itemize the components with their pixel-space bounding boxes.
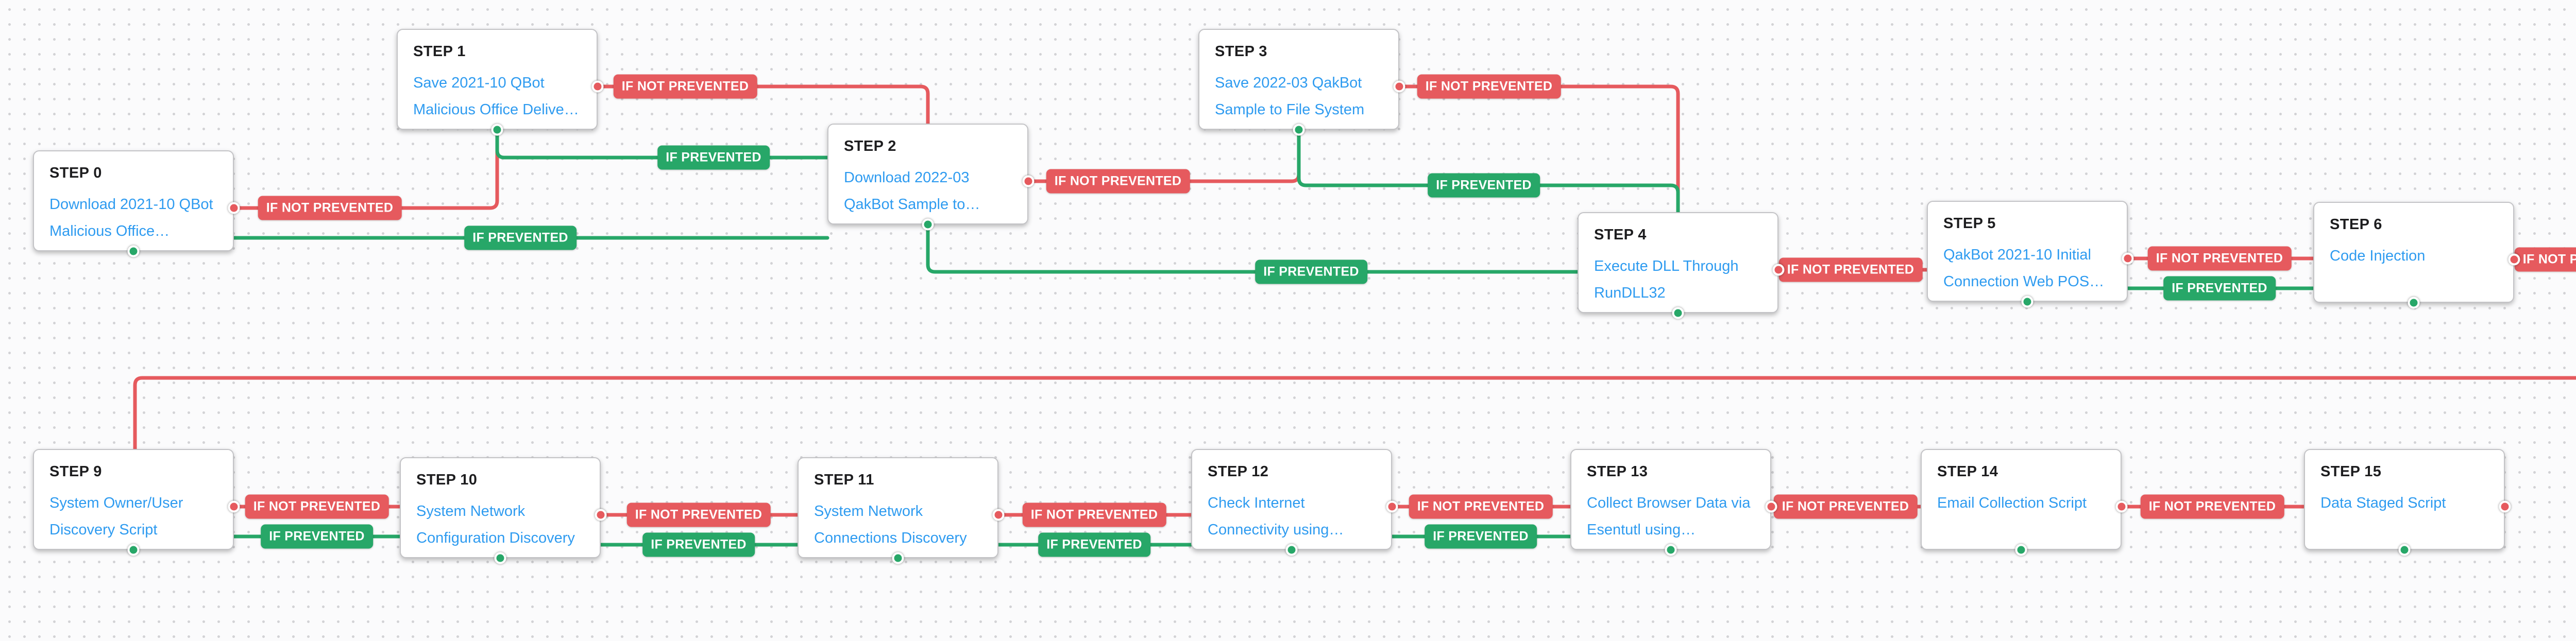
red-output-port-step-4[interactable] (1772, 264, 1785, 276)
green-output-port-step-2[interactable] (922, 218, 934, 231)
if-prevented-label: IF PREVENTED (464, 226, 577, 250)
green-output-port-step-3[interactable] (1293, 124, 1305, 136)
red-output-port-step-11[interactable] (992, 509, 1005, 521)
if-prevented-label: IF PREVENTED (657, 145, 770, 170)
red-output-port-step-1[interactable] (591, 80, 604, 93)
node-title: STEP 9 (49, 463, 102, 480)
node-title: STEP 11 (814, 472, 874, 488)
node-link-label[interactable]: System Owner/User Discovery Script (49, 495, 183, 538)
node-title: STEP 5 (1943, 215, 1996, 232)
node-title: STEP 10 (416, 472, 478, 488)
node-title: STEP 4 (1594, 227, 1647, 243)
if-not-prevented-label: IF NOT PREVENTED (1409, 494, 1553, 519)
green-output-port-step-14[interactable] (2015, 544, 2027, 556)
edge-step-1-to-step-2-if-not-prevented (596, 84, 930, 126)
red-output-port-step-12[interactable] (1386, 500, 1398, 513)
green-output-port-step-11[interactable] (892, 552, 904, 564)
green-output-port-step-0[interactable] (127, 245, 140, 257)
edge-step-1-to-step-2-if-prevented (495, 128, 829, 160)
node-step-9[interactable]: STEP 9 System Owner/User Discovery Script (33, 449, 234, 550)
edge-step-0-to-step-1-if-not-prevented (232, 128, 499, 210)
green-output-port-step-1[interactable] (491, 124, 503, 136)
node-link-label[interactable]: System Network Connections Discovery (814, 503, 967, 546)
if-not-prevented-label: IF NOT PREVENTED (2140, 494, 2284, 519)
node-title: STEP 1 (413, 43, 466, 60)
node-title: STEP 6 (2330, 216, 2382, 233)
node-link-label[interactable]: Execute DLL Through RunDLL32 (1594, 258, 1739, 301)
node-link-label[interactable]: Download 2021-10 QBot Malicious Office D… (49, 196, 213, 239)
red-output-port-step-15[interactable] (2499, 500, 2511, 513)
if-not-prevented-label: IF NOT PREVENTED (1778, 257, 1923, 282)
node-step-13[interactable]: STEP 13 Collect Browser Data via Esentutl… (1570, 449, 1771, 550)
green-output-port-step-10[interactable] (494, 552, 506, 564)
node-link-label[interactable]: Check Internet Connectivity using "nsloo… (1208, 495, 1329, 538)
if-not-prevented-label: IF NOT PREVENTED (1022, 503, 1166, 527)
if-not-prevented-label: IF NOT PREVENTED (613, 74, 757, 99)
node-step-0[interactable]: STEP 0 Download 2021-10 QBot Malicious Of… (33, 150, 234, 251)
if-prevented-label: IF PREVENTED (1038, 532, 1150, 557)
node-step-10[interactable]: STEP 10 System Network Configuration Disc… (400, 457, 601, 558)
red-output-port-step-0[interactable] (228, 202, 240, 214)
if-prevented-label: IF PREVENTED (642, 532, 755, 557)
node-title: STEP 13 (1587, 463, 1648, 480)
node-step-5[interactable]: STEP 5 QakBot 2021-10 Initial Connection … (1927, 201, 2128, 302)
if-not-prevented-label: IF NOT PREVENTED (1046, 169, 1190, 194)
if-not-prevented-label: IF NOT PREVENTED (2514, 247, 2576, 272)
red-output-port-step-13[interactable] (1765, 500, 1777, 513)
green-output-port-step-12[interactable] (1285, 544, 1298, 556)
node-title: STEP 0 (49, 165, 102, 181)
if-not-prevented-label: IF NOT PREVENTED (245, 494, 389, 519)
if-prevented-label: IF PREVENTED (1428, 173, 1540, 198)
node-title: STEP 2 (844, 138, 896, 154)
node-link-label[interactable]: System Network Configuration Discovery (416, 503, 575, 546)
red-output-port-step-10[interactable] (595, 509, 607, 521)
red-output-port-step-5[interactable] (2122, 252, 2134, 265)
node-link-label[interactable]: Collect Browser Data via Esentutl using … (1587, 495, 1751, 538)
edge-step-8-to-step-9-if-not-prevented (133, 376, 2576, 451)
if-not-prevented-label: IF NOT PREVENTED (258, 196, 402, 220)
node-step-1[interactable]: STEP 1 Save 2021-10 QBot Malicious Office… (397, 29, 598, 130)
node-step-14[interactable]: STEP 14 Email Collection Script (1921, 449, 2122, 550)
if-prevented-label: IF PREVENTED (1255, 259, 1367, 284)
red-output-port-step-2[interactable] (1022, 175, 1035, 187)
if-prevented-label: IF PREVENTED (1425, 524, 1537, 549)
if-prevented-label: IF PREVENTED (2163, 276, 2276, 301)
if-not-prevented-label: IF NOT PREVENTED (626, 503, 771, 527)
node-step-11[interactable]: STEP 11 System Network Connections Discov… (798, 457, 998, 558)
node-step-12[interactable]: STEP 12 Check Internet Connectivity using… (1191, 449, 1392, 550)
node-title: STEP 15 (2320, 463, 2382, 480)
node-link-label[interactable]: Save 2022-03 QakBot Sample to File Syste… (1215, 75, 1365, 118)
node-link-label[interactable]: Code Injection (2330, 248, 2426, 264)
node-link-label[interactable]: Save 2021-10 QBot Malicious Office Deliv… (413, 75, 577, 118)
node-title: STEP 14 (1937, 463, 1998, 480)
red-output-port-step-3[interactable] (1393, 80, 1405, 93)
red-output-port-step-6[interactable] (2508, 253, 2520, 266)
node-link-label[interactable]: Download 2022-03 QakBot Sample to Memory (844, 169, 970, 213)
node-title: STEP 12 (1208, 463, 1269, 480)
node-link-label[interactable]: QakBot 2021-10 Initial Connection Web PO… (1943, 247, 2098, 290)
if-not-prevented-label: IF NOT PREVENTED (1417, 74, 1561, 99)
green-output-port-step-5[interactable] (2021, 296, 2033, 308)
green-output-port-step-4[interactable] (1672, 307, 1684, 319)
red-output-port-step-14[interactable] (2115, 500, 2128, 513)
green-output-port-step-13[interactable] (1665, 544, 1677, 556)
if-not-prevented-label: IF NOT PREVENTED (1773, 494, 1918, 519)
green-output-port-step-15[interactable] (2398, 544, 2411, 556)
node-step-2[interactable]: STEP 2 Download 2022-03 QakBot Sample to … (827, 124, 1028, 224)
node-link-label[interactable]: Data Staged Script (2320, 495, 2446, 511)
red-output-port-step-9[interactable] (228, 500, 240, 513)
green-output-port-step-9[interactable] (127, 544, 140, 556)
node-title: STEP 3 (1215, 43, 1267, 60)
node-step-6[interactable]: STEP 6 Code Injection (2313, 202, 2514, 303)
edge-step-3-to-step-4-if-not-prevented (1397, 84, 1680, 214)
edge-step-3-to-step-4-if-prevented (1297, 128, 1680, 214)
green-output-port-step-6[interactable] (2408, 297, 2420, 309)
node-step-15[interactable]: STEP 15 Data Staged Script (2304, 449, 2505, 550)
edge-step-2-to-step-4-if-prevented (926, 222, 1580, 274)
if-not-prevented-label: IF NOT PREVENTED (2147, 246, 2292, 271)
node-step-3[interactable]: STEP 3 Save 2022-03 QakBot Sample to File… (1198, 29, 1399, 130)
node-link-label[interactable]: Email Collection Script (1937, 495, 2087, 511)
if-prevented-label: IF PREVENTED (261, 524, 373, 549)
node-step-4[interactable]: STEP 4 Execute DLL Through RunDLL32 (1578, 212, 1778, 313)
